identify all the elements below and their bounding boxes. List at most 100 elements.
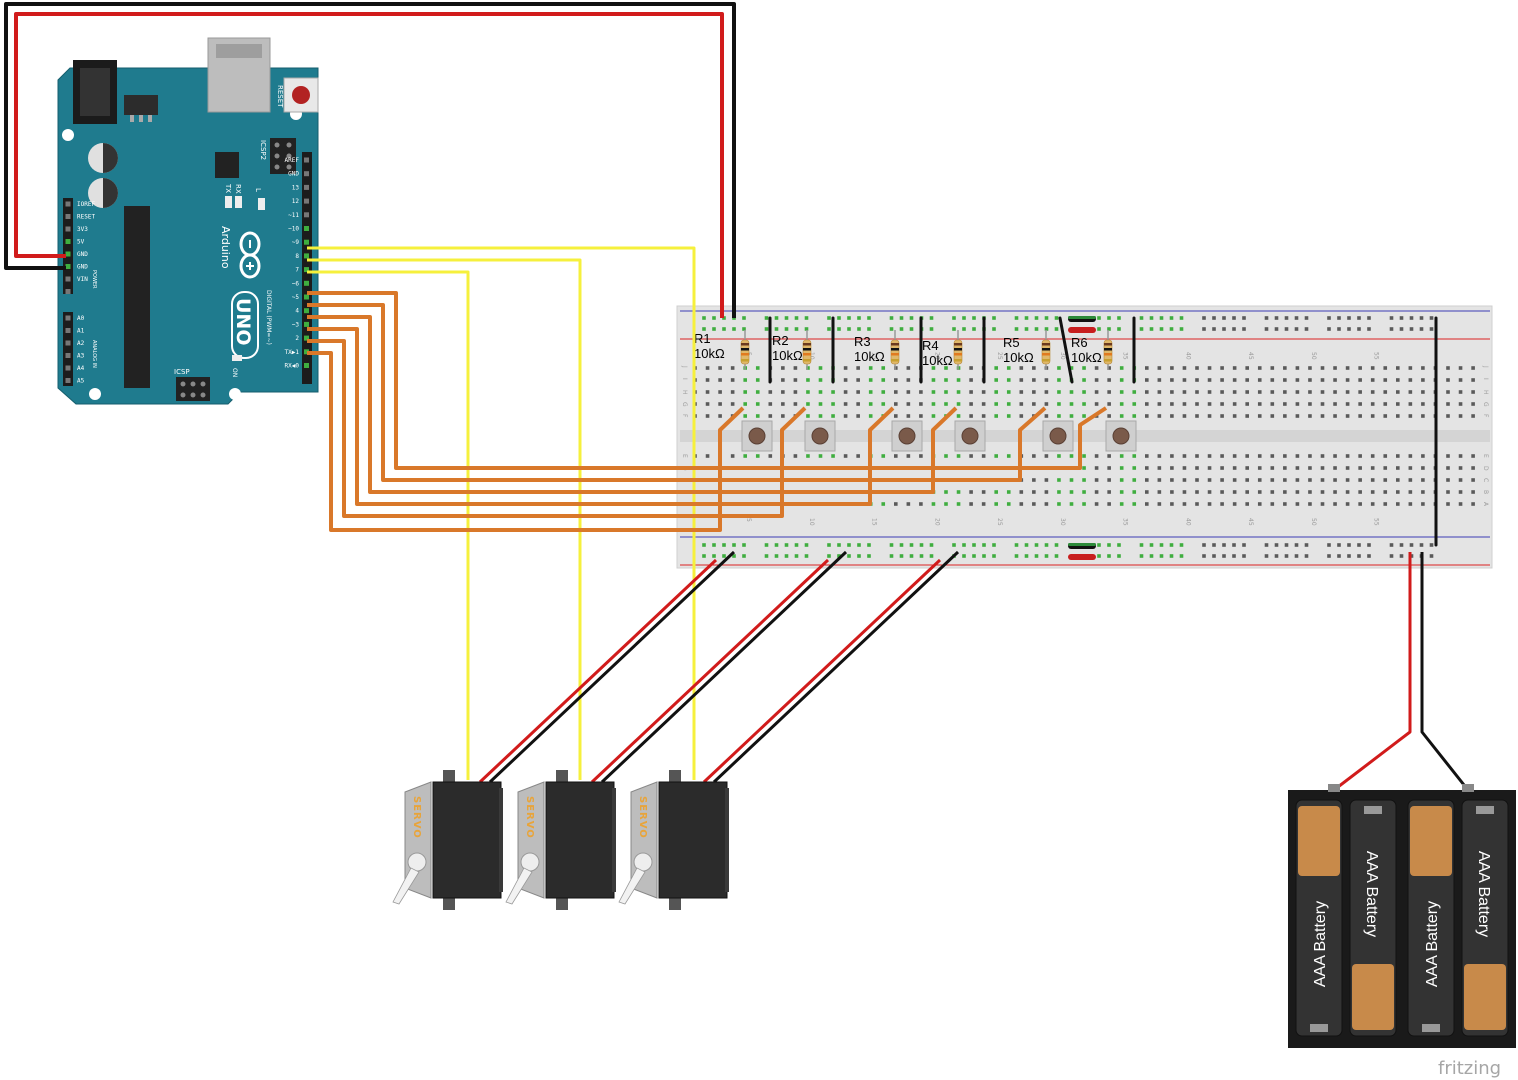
breadboard-hole[interactable] [818, 402, 823, 406]
breadboard-hole[interactable] [1170, 454, 1174, 458]
breadboard-hole[interactable] [1421, 414, 1425, 418]
breadboard-hole[interactable] [1032, 490, 1036, 494]
breadboard-hole[interactable] [929, 316, 934, 320]
breadboard-hole[interactable] [1222, 327, 1226, 331]
breadboard-hole[interactable] [1270, 478, 1275, 482]
breadboard-hole[interactable] [732, 327, 736, 331]
breadboard-hole[interactable] [831, 454, 835, 458]
breadboard-hole[interactable] [1195, 490, 1199, 494]
breadboard-hole[interactable] [856, 378, 860, 382]
breadboard-hole[interactable] [1383, 366, 1388, 370]
breadboard-hole[interactable] [1057, 402, 1061, 406]
breadboard-hole[interactable] [1383, 402, 1388, 406]
breadboard-hole[interactable] [1458, 490, 1463, 494]
breadboard-hole[interactable] [1019, 378, 1024, 382]
breadboard-hole[interactable] [1094, 454, 1099, 458]
digital-header-pin[interactable] [304, 171, 309, 177]
breadboard-hole[interactable] [1097, 543, 1101, 547]
breadboard-hole[interactable] [944, 402, 948, 406]
breadboard-hole[interactable] [1396, 454, 1400, 458]
breadboard-hole[interactable] [881, 502, 886, 506]
breadboard-hole[interactable] [1333, 454, 1337, 458]
breadboard-hole[interactable] [1094, 502, 1099, 506]
breadboard-hole[interactable] [1069, 490, 1074, 494]
breadboard-hole[interactable] [743, 378, 747, 382]
breadboard-hole[interactable] [1370, 366, 1375, 370]
breadboard-hole[interactable] [1032, 502, 1036, 506]
breadboard-hole[interactable] [1308, 490, 1312, 494]
breadboard-hole[interactable] [1082, 414, 1086, 418]
breadboard-hole[interactable] [894, 502, 898, 506]
breadboard-hole[interactable] [705, 402, 710, 406]
breadboard-hole[interactable] [1207, 414, 1212, 418]
breadboard-hole[interactable] [1220, 390, 1224, 394]
breadboard-hole[interactable] [1370, 414, 1375, 418]
breadboard-hole[interactable] [718, 378, 722, 382]
breadboard-hole[interactable] [1327, 327, 1331, 331]
breadboard-hole[interactable] [1057, 378, 1061, 382]
breadboard-hole[interactable] [781, 378, 785, 382]
breadboard-hole[interactable] [856, 390, 860, 394]
breadboard-hole[interactable] [1304, 543, 1309, 547]
breadboard-hole[interactable] [1389, 327, 1394, 331]
breadboard-hole[interactable] [1082, 466, 1086, 470]
breadboard-hole[interactable] [784, 543, 789, 547]
breadboard-hole[interactable] [969, 502, 973, 506]
breadboard-hole[interactable] [1182, 502, 1187, 506]
breadboard-hole[interactable] [1320, 466, 1325, 470]
breadboard-hole[interactable] [1149, 543, 1154, 547]
breadboard-hole[interactable] [919, 414, 923, 418]
breadboard-hole[interactable] [956, 414, 961, 418]
breadboard-hole[interactable] [1082, 378, 1086, 382]
breadboard-hole[interactable] [1107, 378, 1111, 382]
analog-header-pin[interactable] [65, 365, 71, 371]
breadboard-hole[interactable] [1094, 402, 1099, 406]
breadboard-hole[interactable] [1274, 327, 1279, 331]
digital-header-pin[interactable] [304, 335, 309, 341]
analog-header-pin[interactable] [65, 328, 71, 333]
breadboard-hole[interactable] [1308, 390, 1312, 394]
breadboard-hole[interactable] [962, 327, 966, 331]
breadboard-hole[interactable] [702, 543, 706, 547]
breadboard-hole[interactable] [1170, 390, 1174, 394]
breadboard-hole[interactable] [1367, 316, 1371, 320]
breadboard-hole[interactable] [899, 316, 904, 320]
breadboard-hole[interactable] [889, 316, 894, 320]
breadboard-hole[interactable] [1399, 543, 1404, 547]
breadboard-hole[interactable] [742, 543, 746, 547]
breadboard-hole[interactable] [1132, 390, 1137, 394]
breadboard-hole[interactable] [755, 454, 760, 458]
breadboard-hole[interactable] [1220, 490, 1224, 494]
breadboard-hole[interactable] [981, 454, 986, 458]
breadboard-hole[interactable] [1446, 390, 1450, 394]
breadboard-hole[interactable] [1182, 366, 1187, 370]
breadboard-hole[interactable] [1220, 366, 1224, 370]
breadboard-hole[interactable] [881, 390, 886, 394]
breadboard-hole[interactable] [1119, 454, 1124, 458]
breadboard-hole[interactable] [881, 402, 886, 406]
breadboard-hole[interactable] [1094, 378, 1099, 382]
breadboard-hole[interactable] [944, 366, 948, 370]
power-header-pin[interactable] [65, 214, 71, 219]
breadboard-hole[interactable] [994, 490, 998, 494]
breadboard-hole[interactable] [1421, 490, 1425, 494]
breadboard-hole[interactable] [1337, 327, 1341, 331]
breadboard-hole[interactable] [742, 327, 746, 331]
digital-header-pin[interactable] [304, 212, 309, 218]
breadboard-hole[interactable] [1419, 316, 1424, 320]
breadboard-hole[interactable] [1358, 402, 1362, 406]
breadboard-hole[interactable] [794, 554, 799, 558]
breadboard-hole[interactable] [1032, 366, 1036, 370]
breadboard-hole[interactable] [1446, 366, 1450, 370]
breadboard-hole[interactable] [1169, 327, 1174, 331]
breadboard-hole[interactable] [1257, 490, 1262, 494]
breadboard-hole[interactable] [1170, 402, 1174, 406]
breadboard-hole[interactable] [1222, 316, 1226, 320]
breadboard-hole[interactable] [1370, 454, 1375, 458]
breadboard-hole[interactable] [899, 327, 904, 331]
breadboard-hole[interactable] [1345, 454, 1350, 458]
breadboard-hole[interactable] [981, 490, 986, 494]
breadboard-hole[interactable] [1207, 378, 1212, 382]
breadboard-hole[interactable] [1333, 502, 1337, 506]
breadboard-hole[interactable] [1389, 316, 1394, 320]
